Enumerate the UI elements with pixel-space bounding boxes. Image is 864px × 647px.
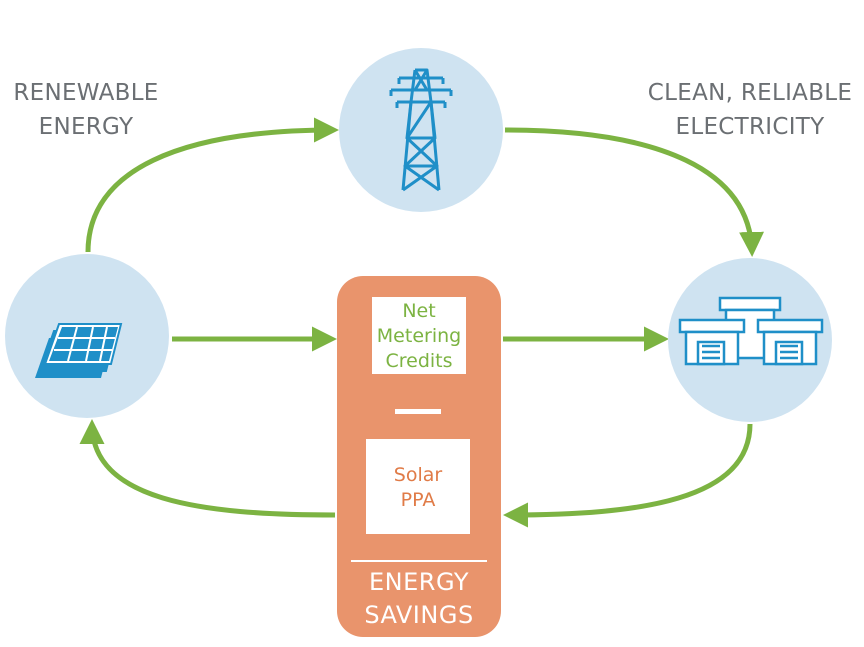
divider-dash bbox=[395, 409, 441, 414]
grid-node bbox=[339, 48, 503, 212]
energy-savings-panel: Net Metering Credits Solar PPA ENERGY SA… bbox=[337, 276, 501, 637]
renewable-energy-label: RENEWABLE ENERGY bbox=[13, 80, 159, 140]
solar-ppa-card: Solar PPA bbox=[366, 439, 470, 534]
clean-electricity-label: CLEAN, RELIABLE ELECTRICITY bbox=[647, 80, 853, 140]
buildings-node bbox=[668, 258, 832, 422]
solar-node bbox=[5, 254, 169, 418]
transmission-tower-icon bbox=[389, 68, 453, 192]
arrow-box-to-left bbox=[79, 419, 336, 518]
solar-panels-icon bbox=[35, 323, 123, 378]
buildings-icon bbox=[678, 296, 824, 366]
energy-savings-label: ENERGY SAVINGS bbox=[364, 568, 474, 629]
arrow-top-to-right bbox=[504, 127, 764, 257]
net-metering-credits-card: Net Metering Credits bbox=[372, 297, 466, 374]
arrow-right-to-box bbox=[503, 423, 753, 528]
divider-line bbox=[351, 560, 487, 562]
arrow-left-to-top bbox=[85, 117, 339, 253]
